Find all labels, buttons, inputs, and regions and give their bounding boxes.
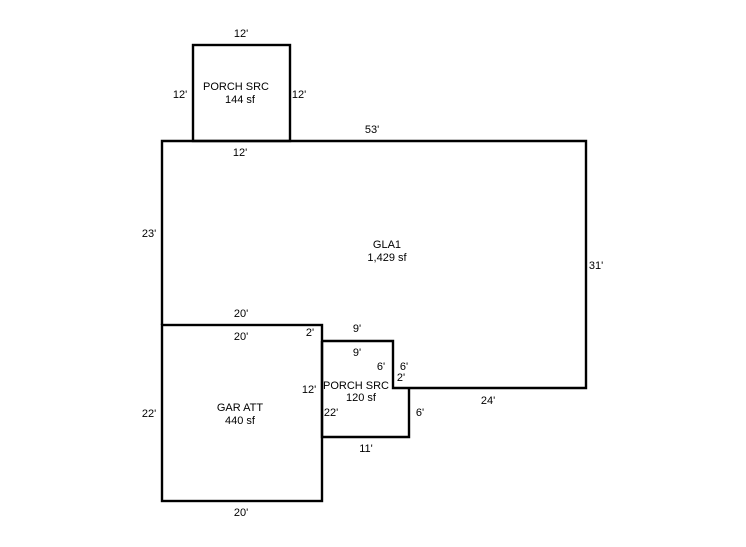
porch-small-outline: [320, 341, 411, 439]
dim-porch-small-left: 12': [302, 384, 316, 396]
dim-gla-left: 23': [142, 228, 156, 240]
dim-notch-right-inner: 6': [377, 361, 385, 373]
dim-garage-right: 22': [324, 407, 338, 419]
porch-top-outline: [191, 43, 292, 143]
dim-garage-bottom: 20': [234, 507, 248, 519]
porch-small-name: PORCH SRC: [323, 380, 389, 392]
dim-porch-top-bottom: 12': [233, 147, 247, 159]
dim-gla-top: 53': [365, 124, 379, 136]
porch-small-area: 120 sf: [346, 392, 377, 404]
dim-porch-top-top: 12': [234, 28, 248, 40]
dim-garage-left: 22': [142, 408, 156, 420]
dim-garage-top: 20': [234, 331, 248, 343]
dim-porch-small-bottom: 11': [359, 443, 373, 455]
dim-gla-bottom-left: 20': [234, 308, 248, 320]
dim-gla-right: 31': [589, 260, 603, 272]
garage-area: 440 sf: [225, 415, 256, 427]
dim-porch-top-left: 12': [173, 89, 187, 101]
gla-area: 1,429 sf: [367, 252, 407, 264]
porch-top-area: 144 sf: [225, 94, 256, 106]
porch-top-name: PORCH SRC: [203, 81, 269, 93]
gla-outline: [160, 139, 588, 390]
dim-notch-step-top: 2': [306, 327, 314, 339]
dim-notch-step-inner: 2': [397, 372, 405, 384]
dim-notch-top-outer: 9': [353, 323, 361, 335]
dim-gla-bottom-right: 24': [481, 395, 495, 407]
dim-porch-small-right: 6': [416, 407, 424, 419]
garage-name: GAR ATT: [217, 402, 264, 414]
dim-notch-right-outer: 6': [400, 361, 408, 373]
dim-notch-top-inner: 9': [353, 347, 361, 359]
dim-porch-top-right: 12': [292, 89, 306, 101]
gla-name: GLA1: [373, 239, 401, 251]
